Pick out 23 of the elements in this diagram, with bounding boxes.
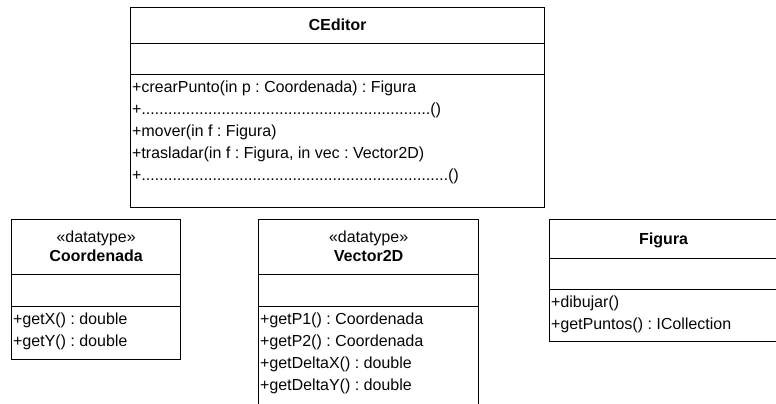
operation-text: +getX() : double [13,310,128,330]
operation-text: +.....................................................................() [132,166,459,186]
operation-text: +crearPunto(in p : Coordenada) : Figura [132,78,416,98]
operation-text: +getDeltaY() : double [260,376,412,396]
operation-text: +.................................................................() [132,100,441,120]
class-name: CEditor [308,16,366,35]
class-name: Vector2D [334,247,404,266]
stereotype-text: «datatype» [56,228,136,247]
class-box [11,219,181,360]
operation-text: +getDeltaX() : double [260,354,412,374]
class-name: Figura [639,230,688,248]
operation-text: +getY() : double [13,332,128,352]
class-box [549,219,776,342]
operation-text: +getPuntos() : ICollection [551,315,732,335]
operation-text: +getP2() : Coordenada [260,332,424,352]
class-name: Coordenada [49,247,143,266]
stereotype-text: «datatype» [328,228,408,247]
operation-text: +dibujar() [551,293,620,313]
operation-text: +trasladar(in f : Figura, in vec : Vector2D) [132,144,424,164]
class-box [130,7,545,208]
operation-text: +mover(in f : Figura) [132,122,276,142]
operation-text: +getP1() : Coordenada [260,310,424,330]
class-box [258,219,479,404]
